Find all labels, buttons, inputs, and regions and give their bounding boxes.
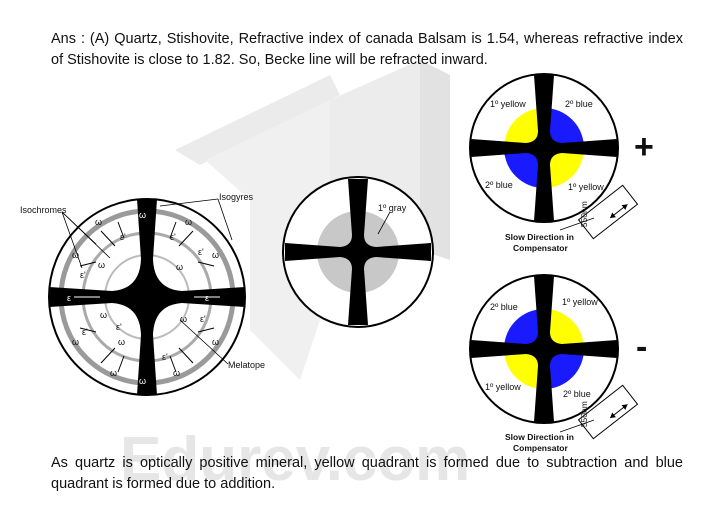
isogyre-cross — [471, 276, 617, 422]
epsilon-label-left: ε — [67, 293, 71, 303]
compensator-caption: Slow Direction in — [505, 432, 574, 442]
label-top-left: 1º yellow — [490, 99, 526, 109]
quadrant-yellow — [504, 349, 544, 389]
epsilon-prime-label: ε' — [82, 327, 88, 337]
compensator-caption: Compensator — [513, 443, 568, 453]
compensator-caption: Compensator — [513, 243, 568, 253]
omega-label: ω — [110, 368, 117, 378]
omega-label-bottom: ω — [139, 376, 146, 386]
omega-label: ω — [98, 260, 105, 270]
label-top-left: 2º blue — [490, 302, 518, 312]
omega-label-top: ω — [139, 210, 146, 220]
label-top-right: 2º blue — [565, 99, 593, 109]
omega-label: ω — [95, 217, 102, 227]
omega-label: ω — [118, 337, 125, 347]
watermark-logo: Edurev.com — [120, 60, 470, 494]
omega-label: ω — [100, 310, 107, 320]
watermark-text: Edurev.com — [120, 425, 470, 494]
label-bottom-right: 2º blue — [563, 389, 591, 399]
compensator-caption: Slow Direction in — [505, 232, 574, 242]
epsilon-label-right: ε — [205, 293, 209, 303]
omega-label: ω — [180, 314, 187, 324]
optic-sign-minus: - — [636, 328, 647, 366]
quadrant-yellow — [544, 309, 584, 349]
vibration-ticks — [74, 221, 220, 373]
omega-label: ω — [212, 337, 219, 347]
omega-label: ω — [212, 250, 219, 260]
interference-figure-negative: 2º blue 1º yellow 1º yellow 2º blue 550n… — [469, 274, 647, 453]
omega-label: ω — [176, 262, 183, 272]
isogyre-cross — [285, 179, 431, 325]
isogyre-cross — [49, 199, 245, 395]
label-bottom-left: 1º yellow — [485, 382, 521, 392]
compensator-plate: 550nm — [577, 184, 639, 240]
omega-label: ω — [185, 217, 192, 227]
melatope-label: Melatope — [228, 360, 265, 370]
isochromes-label: Isochromes — [20, 205, 67, 215]
epsilon-prime-label: ε' — [200, 314, 206, 324]
compensator-plate: 550nm — [577, 384, 639, 440]
quadrant-blue — [544, 349, 584, 389]
quadrant-blue — [504, 309, 544, 349]
label-bottom-right: 1º yellow — [568, 182, 604, 192]
quadrant-blue — [544, 108, 584, 148]
omega-label: ω — [72, 250, 79, 260]
omega-label: ω — [173, 368, 180, 378]
epsilon-prime-label: ε' — [170, 232, 176, 242]
interference-figure-left: ω ω ε ε ε' ε' ε' ε' ε' ε' ε' ε' ω ω ω ω … — [20, 192, 265, 396]
epsilon-prime-label: ε' — [116, 322, 122, 332]
interference-figure-positive: 1º yellow 2º blue 2º blue 1º yellow 550n… — [469, 73, 654, 253]
optic-sign-plus: + — [634, 128, 654, 166]
epsilon-prime-label: ε' — [162, 352, 168, 362]
quadrant-yellow — [504, 108, 544, 148]
svg-text:550nm: 550nm — [579, 201, 589, 227]
isogyre-cross — [471, 75, 617, 221]
answer-paragraph: Ans : (A) Quartz, Stishovite, Refractive… — [51, 31, 683, 68]
label-bottom-left: 2º blue — [485, 180, 513, 190]
interference-figure-gray: 1º gray — [282, 176, 434, 328]
quadrant-yellow — [544, 148, 584, 188]
label-top-right: 1º yellow — [562, 297, 598, 307]
gray-label: 1º gray — [378, 203, 407, 213]
explanation-paragraph: As quartz is optically positive mineral,… — [51, 455, 683, 492]
isogyres-label: Isogyres — [219, 192, 254, 202]
epsilon-prime-label: ε' — [80, 270, 86, 280]
epsilon-prime-label: ε' — [198, 247, 204, 257]
epsilon-prime-label: ε' — [120, 232, 126, 242]
svg-text:550nm: 550nm — [579, 401, 589, 427]
omega-label: ω — [72, 337, 79, 347]
callout-lines — [61, 198, 233, 365]
quadrant-blue — [504, 148, 544, 188]
